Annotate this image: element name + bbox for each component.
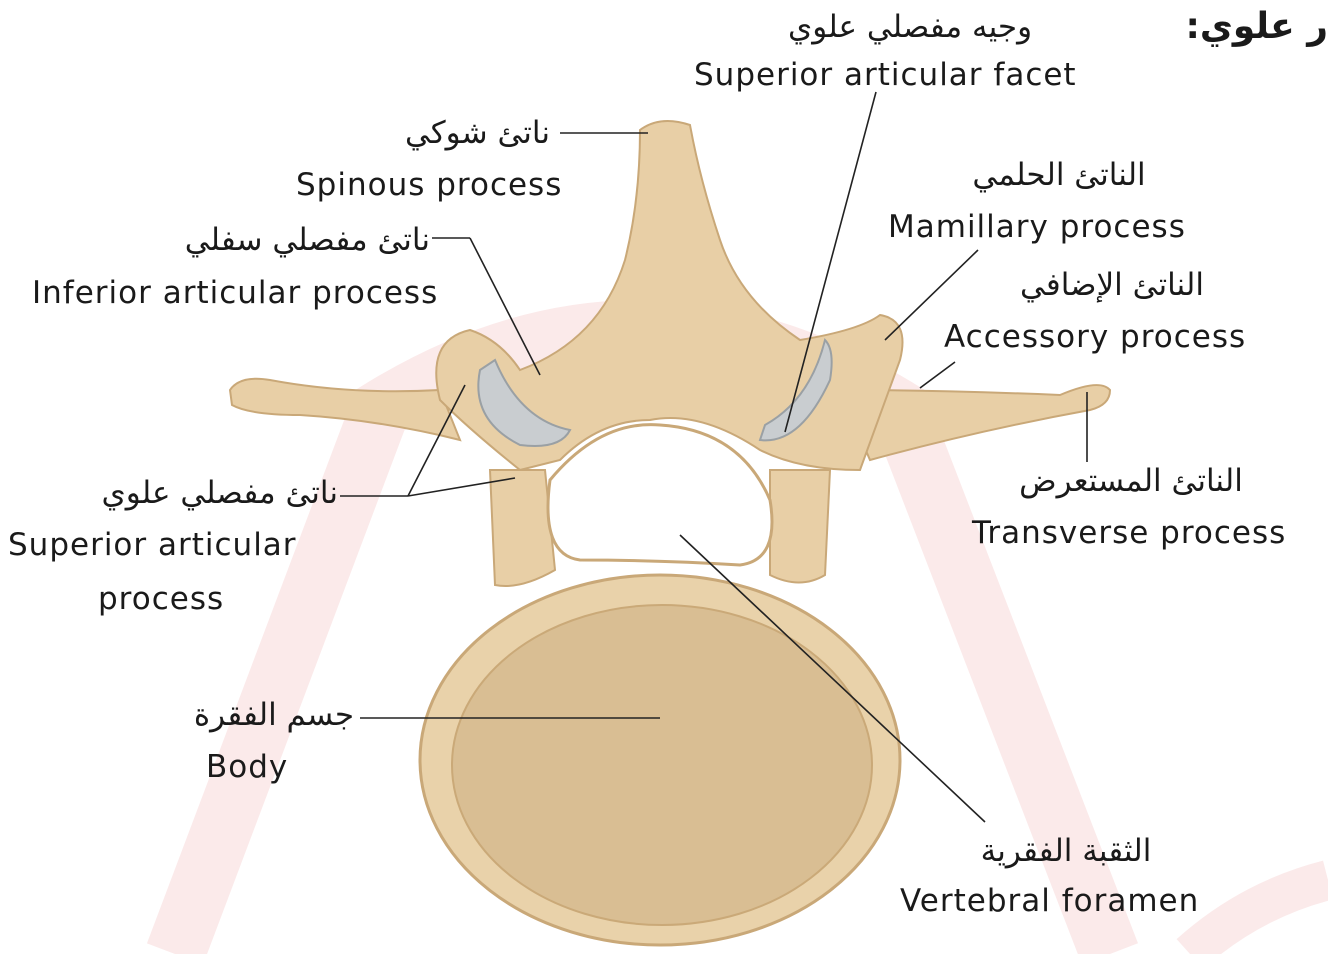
superior-process-en-2: process <box>98 584 224 615</box>
body-ar: جسم الفقرة <box>150 700 354 731</box>
left-pedicle <box>490 470 555 586</box>
leader-accessory <box>920 362 955 388</box>
transverse-ar: الناتئ المستعرض <box>1005 466 1257 497</box>
superior-process-en-1: Superior articular <box>8 530 297 561</box>
superior-facet-ar: وجيه مفصلي علوي <box>742 12 1078 43</box>
inferior-process-ar: ناتئ مفصلي سفلي <box>90 225 430 256</box>
superior-process-ar: ناتئ مفصلي علوي <box>8 478 338 509</box>
vertebral-foramen <box>548 425 772 565</box>
accessory-en: Accessory process <box>944 322 1246 353</box>
spinous-en: Spinous process <box>296 170 562 201</box>
foramen-ar: الثقبة الفقرية <box>955 836 1177 867</box>
mamillary-en: Mamillary process <box>888 212 1186 243</box>
section-heading: ر علوي: <box>1185 6 1328 47</box>
foramen-en: Vertebral foramen <box>900 886 1199 917</box>
vertebral-body-center <box>452 605 872 925</box>
inferior-process-en: Inferior articular process <box>32 278 438 309</box>
body-en: Body <box>206 752 288 783</box>
watermark-arc-inner <box>1190 880 1328 954</box>
superior-facet-en: Superior articular facet <box>694 60 1077 91</box>
spinous-ar: ناتئ شوكي <box>345 118 550 149</box>
right-pedicle <box>770 470 830 583</box>
accessory-ar: الناتئ الإضافي <box>990 270 1234 301</box>
transverse-en: Transverse process <box>972 518 1286 549</box>
mamillary-ar: الناتئ الحلمي <box>948 160 1170 191</box>
